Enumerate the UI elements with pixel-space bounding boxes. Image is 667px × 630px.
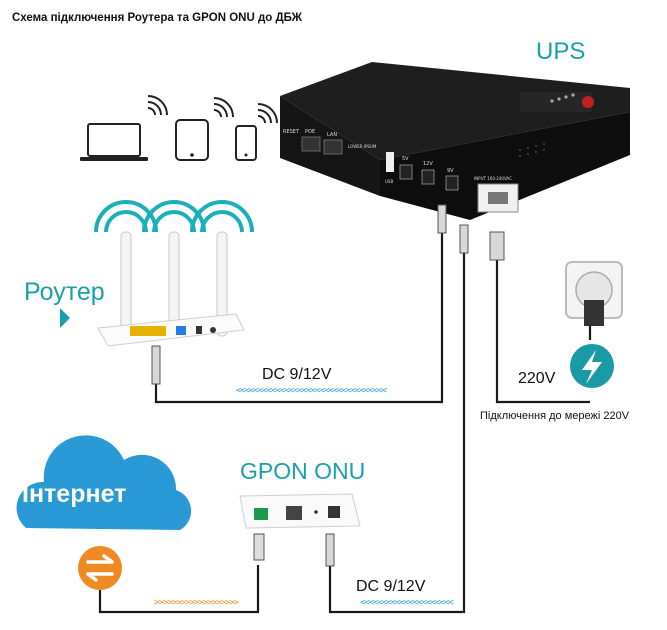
ups-device: RESET POE LAN LOWER IPSUM USB 5V 12V 9V …: [280, 62, 630, 220]
mains-voltage-label: 220V: [518, 370, 556, 387]
router-arrow-icon: [60, 308, 70, 328]
ups-label: UPS: [536, 38, 586, 65]
ac-input-label: INPUT 100-240VAC: [474, 176, 512, 181]
poe-port: [301, 136, 321, 152]
lightning-bolt-icon: [570, 344, 614, 388]
phone-icon: [235, 103, 278, 161]
internet-flow-arrows: >>>>>>>>>>>>>>>>>>>: [154, 598, 239, 608]
v5-label: 5V: [402, 156, 409, 162]
gpon-dc-plug: [459, 224, 469, 254]
lan-label: LAN: [327, 132, 337, 138]
diagram-title: Схема підключення Роутера та GPON ONU до…: [12, 12, 303, 24]
usb-label: USB: [385, 179, 393, 184]
router-device: [94, 200, 254, 385]
router-dc-cable: [154, 230, 444, 404]
laptop-icon: [80, 95, 168, 161]
wall-socket-icon: [565, 261, 623, 326]
gpon-flow-arrows: <<<<<<<<<<<<<<<<<<<<<: [360, 598, 454, 608]
fiber-connector: [253, 533, 265, 561]
dc-9v-port: [445, 175, 459, 191]
v12-label: 12V: [423, 161, 433, 167]
usb-port: [386, 152, 394, 172]
tablet-icon: [175, 97, 234, 161]
router-label: Роутер: [24, 278, 105, 306]
router-dc-label: DC 9/12V: [262, 366, 332, 383]
lan-port: [323, 139, 343, 155]
internet-cloud-icon: [16, 435, 192, 590]
gpon-onu-label: GPON ONU: [240, 458, 366, 484]
dc-5v-port: [399, 164, 413, 180]
gpon-onu-device: [239, 493, 361, 567]
poe-label: POE: [305, 129, 315, 135]
gpon-dc-plug-end: [325, 533, 335, 567]
reset-label: RESET: [283, 129, 300, 135]
internet-label: Інтернет: [22, 480, 127, 508]
router-flow-arrows: <<<<<<<<<<<<<<<<<<<<<<<<<<<<<<<<<<: [236, 386, 387, 396]
power-button-icon: [582, 96, 594, 108]
mains-cable: [495, 258, 590, 404]
cables: [98, 230, 592, 614]
dc-12v-port: [421, 169, 435, 185]
exchange-icon: [78, 546, 122, 590]
gpon-dc-cable: [328, 250, 466, 614]
internet-cable: [98, 565, 260, 614]
mains-note: Підключення до мережі 220V: [480, 410, 630, 422]
router-dc-plug: [437, 204, 447, 234]
ac-plug: [489, 231, 505, 261]
v9-label: 9V: [447, 168, 454, 174]
gpon-dc-label: DC 9/12V: [356, 578, 426, 595]
poe-mode-label: LOWER IPSUM: [348, 144, 377, 149]
